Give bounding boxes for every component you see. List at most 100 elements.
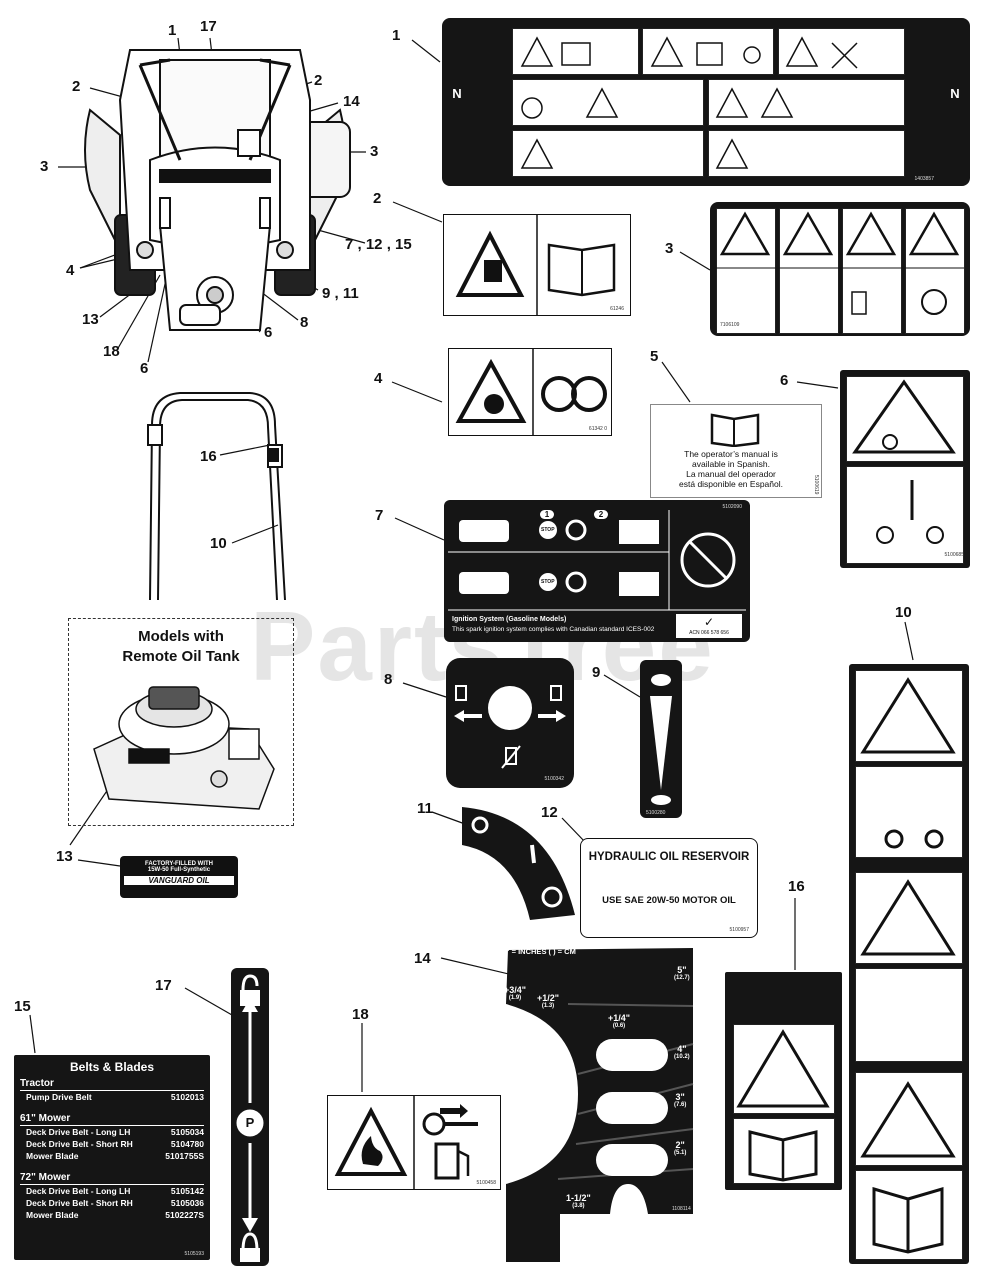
height-label: 4"(10.2) [674,1044,690,1060]
decal-7-ignition-text: This spark ignition system complies with… [452,626,655,633]
decal-14-height-gauge [506,948,694,1262]
decal-1-part-number: 1403857 [914,176,934,182]
callout-11: 11 [417,800,433,817]
decal-15-row-name: Deck Drive Belt - Long LH [26,1186,131,1196]
callout-6: 6 [780,372,789,389]
decal-5-text: The operator’s manual is available in Sp… [679,449,783,489]
decal-3-thrown-objects: 7106109 [710,202,970,336]
callout-16: 16 [200,448,217,465]
height-label: 1-1/2"(3.8) [566,1193,591,1209]
decal-18-part-number: 5100458 [476,1180,496,1186]
decal-7-stop: STOP [541,579,555,585]
callout-18: 18 [103,343,120,360]
decal-1-panel [512,28,639,75]
decal-1-right-strip: N [950,86,960,101]
decal-15-section-heading: Tractor [20,1078,204,1091]
decal-8-part-number: 5100342 [544,776,564,782]
callout-2: 2 [72,78,81,95]
callout-1: 1 [168,22,177,39]
remote-oil-tank-box: Models with Remote Oil Tank [68,618,294,826]
decal-7-acn-box: ✓ ACN 066 578 656 [676,614,742,638]
decal-13-oil-label: FACTORY-FILLED WITH 15W-50 Full-Syntheti… [120,856,238,898]
decal-15-title: Belts & Blades [69,1060,155,1074]
decal-10-safety-column [849,664,969,1264]
callout-6: 6 [140,360,149,377]
callout-10: 10 [210,535,227,552]
decal-10-icons [860,677,956,1254]
callout-9: 9 [592,664,601,681]
callout-13: 13 [82,311,99,328]
lock-icon [241,1232,259,1252]
decal-5-manual-spanish: The operator’s manual is available in Sp… [650,404,822,498]
decal-15-row-name: Pump Drive Belt [26,1092,92,1102]
callout-8: 8 [384,671,393,688]
turtle-icon [651,795,671,805]
decal-18-icons [334,1096,478,1189]
decal-15-row-part-number: 5104780 [170,1139,204,1149]
decal-9-throttle: 5100280 [640,660,682,818]
decal-3-icons [716,211,964,315]
callout-3: 3 [665,240,674,257]
rabbit-icon [651,674,671,686]
decal-15-row-part-number: 5105036 [170,1198,204,1208]
decal-15-row: Deck Drive Belt - Long LH 5105142 [20,1185,204,1197]
decal-1-left-strip: N [452,86,462,101]
remote-oil-box-title: Models with Remote Oil Tank [122,628,240,665]
callout-13: 13 [56,848,73,865]
decal-15-row-name: Deck Drive Belt - Long LH [26,1127,131,1137]
decal-3-panel [779,208,839,334]
decal-1-panel [512,79,704,126]
callout-5: 5 [650,348,659,365]
callout-4: 4 [374,370,383,387]
decal-3-part-number: 7106109 [720,322,740,328]
height-label: 2"(5.1) [674,1140,687,1156]
decal-14-part-number: 1108114 [672,1206,691,1212]
key-icon [422,1112,446,1136]
callout-8: 8 [300,314,309,331]
fuel-pump-icon [434,1142,460,1180]
decal-7-icons [448,510,746,611]
decal-10-panel [855,670,963,762]
decal-7-step-1: 1 [540,510,554,519]
decal-1-panel [708,79,905,126]
flame-icon [361,1136,383,1166]
decal-8-fuel-selector: 5100342 [446,658,574,788]
callout-2: 2 [314,72,323,89]
decal-17-p: P [245,1115,255,1130]
decal-7-part-number: 5102090 [722,504,742,510]
callout-15: 15 [14,998,31,1015]
height-label: 3"(7.6) [674,1092,687,1108]
callout-7: 7 [375,507,384,524]
decal-16-rops-warning [725,972,842,1190]
callout-1: 1 [392,27,401,44]
decal-17-icons [236,974,264,1262]
callout-2: 2 [373,190,382,207]
callout-7-12-15: 7 , 12 , 15 [345,236,412,253]
decal-6-panel [846,376,964,462]
decal-10-panel [855,872,963,964]
height-label: +3/4"(1.9) [504,985,527,1001]
decal-15-row-part-number: 5101755S [165,1151,204,1161]
decal-7-ignition-title: Ignition System (Gasoline Models) [452,616,567,623]
c-tick-icon: ✓ [703,615,715,629]
decal-12-text: USE SAE 20W-50 MOTOR OIL [602,895,736,906]
decal-15-row-part-number: 5105142 [170,1186,204,1196]
decal-15-section-heading: 61" Mower [20,1113,204,1126]
decal-18-fire-hazard: 5100458 [327,1095,501,1190]
decal-2-icons [455,215,616,315]
decal-15-section-heading: 72" Mower [20,1172,204,1185]
oil-tank-illustration [93,686,275,810]
decal-15-part-number: 5105193 [184,1251,204,1257]
decal-15-row-part-number: 5105034 [170,1127,204,1137]
decal-15-row-part-number: 5102227S [165,1210,204,1220]
decal-4-part-number: 61342 0 [588,426,607,432]
decal-7-step-2: 2 [594,510,608,519]
callout-4: 4 [66,262,75,279]
decal-15-row-name: Mower Blade [26,1151,79,1161]
decal-12-hydraulic-oil: HYDRAULIC OIL RESERVOIR USE SAE 20W-50 M… [580,838,758,938]
